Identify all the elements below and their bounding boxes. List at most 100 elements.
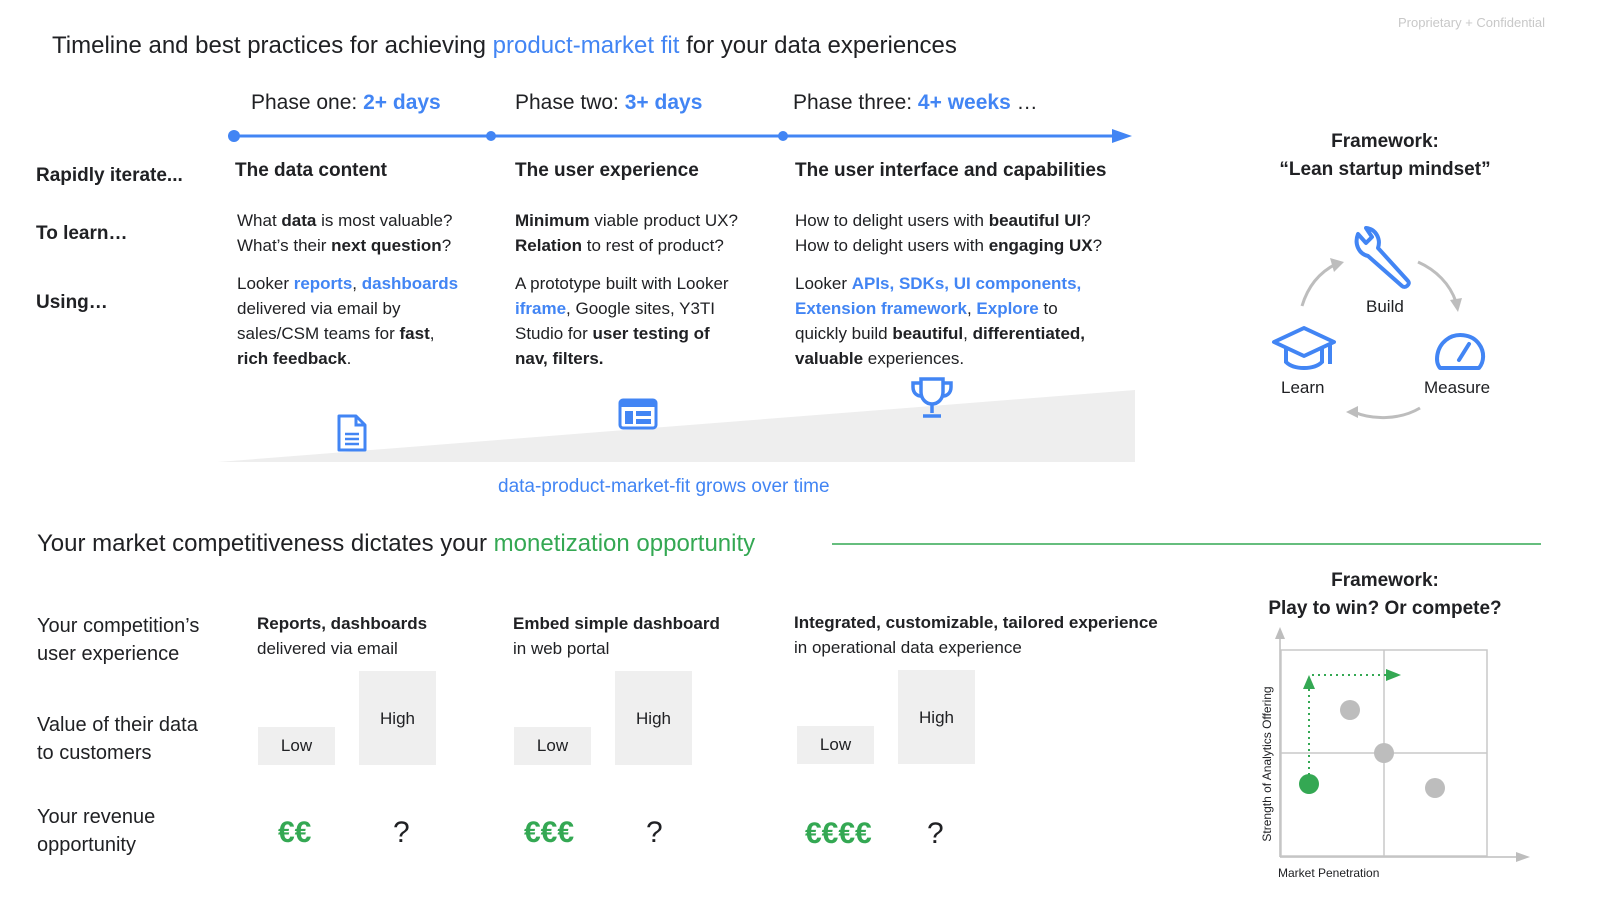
phase-one-label: Phase one: 2+ days xyxy=(251,91,441,115)
value-low-label: Low xyxy=(819,735,852,754)
learn-line: How to delight users with engaging UX? xyxy=(795,233,1102,258)
text-run: ? xyxy=(1081,211,1091,230)
market-title-bold: Reports xyxy=(257,614,322,633)
confidential-label: Proprietary + Confidential xyxy=(1398,15,1546,30)
timeline-dot-start xyxy=(228,130,240,142)
label-line: Your competition’s xyxy=(37,615,200,637)
label-line: Your revenue xyxy=(37,806,156,828)
row-label-iterate: Rapidly iterate... xyxy=(36,165,183,186)
text-emphasis: differentiated, xyxy=(972,324,1086,343)
using-line: quickly build beautiful, differentiated, xyxy=(795,321,1085,346)
cycle-arrowhead xyxy=(1330,258,1344,272)
text-emphasis: nav, filters. xyxy=(515,349,604,368)
revenue-question: ? xyxy=(646,816,663,849)
label-line: to customers xyxy=(37,742,152,764)
section-heading-highlight: monetization opportunity xyxy=(493,530,756,557)
using-line: iframe, Google sites, Y3TI xyxy=(515,296,729,321)
trophy-icon xyxy=(911,377,953,418)
text-run: to rest of product? xyxy=(582,236,724,255)
matrix-x-arrowhead xyxy=(1516,852,1530,862)
value-high-label: High xyxy=(636,709,671,728)
browser-window-icon xyxy=(618,398,658,430)
timeline-dot-phase-three xyxy=(778,131,788,141)
learn-line: What data is most valuable? xyxy=(237,208,452,233)
matrix-y-axis-label: Strength of Analytics Offering xyxy=(1260,686,1274,842)
text-emphasis: engaging UX xyxy=(988,236,1093,255)
market-subtitle: in operational data experience xyxy=(794,638,1022,657)
market-column-reports: Reports, dashboards delivered via email xyxy=(257,611,427,661)
timeline-arrowhead xyxy=(1112,129,1132,143)
text-run: sales/CSM teams for xyxy=(237,324,400,343)
column-learn-text: Minimum viable product UX? Relation to r… xyxy=(515,208,738,258)
row-label-using: Using… xyxy=(36,292,108,313)
market-column-embed: Embed simple dashboard in web portal xyxy=(513,611,720,661)
value-high-label: High xyxy=(380,709,415,728)
cycle-arrow-learn-build xyxy=(1300,262,1337,307)
text-emphasis: next question xyxy=(331,236,442,255)
matrix-chart xyxy=(1275,627,1530,862)
phase-duration: 3+ days xyxy=(624,91,703,114)
document-icon xyxy=(337,414,367,452)
market-title: Reports, dashboards xyxy=(257,611,427,636)
value-box-high: High xyxy=(359,671,436,765)
learn-line: Minimum viable product UX? xyxy=(515,208,738,233)
text-run: What xyxy=(237,211,282,230)
revenue-question: ? xyxy=(927,817,944,850)
column-using-text: Looker APIs, SDKs, UI components, Extens… xyxy=(795,271,1085,371)
graduation-cap-icon xyxy=(1272,326,1336,370)
using-line: sales/CSM teams for fast, xyxy=(237,321,458,346)
matrix-path-arrowhead-up xyxy=(1303,675,1315,689)
cycle-arrowhead xyxy=(1450,298,1462,312)
title-highlight: product-market fit xyxy=(492,32,680,59)
text-emphasis: fast xyxy=(399,324,430,343)
label-line: opportunity xyxy=(37,834,136,856)
using-line: valuable experiences. xyxy=(795,346,1085,371)
text-emphasis: Relation xyxy=(515,236,583,255)
column-learn-text: How to delight users with beautiful UI? … xyxy=(795,208,1102,258)
text-link-emphasis: iframe xyxy=(515,299,567,318)
framework-compete-title: Framework: Play to win? Or compete? xyxy=(1235,567,1535,623)
column-title-data-content: The data content xyxy=(235,160,388,181)
market-title-bold: Integrated, customizable, tailored exper… xyxy=(794,613,1158,632)
value-box-high: High xyxy=(615,671,692,765)
text-emphasis: rich feedback xyxy=(237,349,347,368)
text-emphasis: data xyxy=(281,211,317,230)
matrix-dot-gray xyxy=(1425,778,1445,798)
text-run: What’s their xyxy=(237,236,332,255)
text-run: Looker xyxy=(237,274,294,293)
using-line: Extension framework, Explore to xyxy=(795,296,1085,321)
market-subtitle: in web portal xyxy=(513,639,610,658)
growth-caption: data-product-market-fit grows over time xyxy=(498,476,830,497)
text-run: Studio for xyxy=(515,324,593,343)
market-title: Integrated, customizable, tailored exper… xyxy=(794,610,1158,635)
value-box-low: Low xyxy=(797,726,874,764)
text-run: to xyxy=(1038,299,1058,318)
text-emphasis: beautiful UI xyxy=(988,211,1082,230)
title-prefix: Timeline and best practices for achievin… xyxy=(52,32,493,59)
phase-name: Phase three: xyxy=(793,91,918,114)
using-line: rich feedback. xyxy=(237,346,458,371)
revenue-question: ? xyxy=(393,816,410,849)
text-link-emphasis: Explore xyxy=(976,299,1039,318)
text-run: , Google sites, Y3TI xyxy=(566,299,716,318)
framework-name: “Lean startup mindset” xyxy=(1279,159,1491,180)
learn-line: Relation to rest of product? xyxy=(515,233,738,258)
speedometer-icon xyxy=(1435,333,1486,370)
cycle-label-learn: Learn xyxy=(1281,378,1325,397)
text-emphasis: user testing of xyxy=(592,324,710,343)
phase-duration: 4+ weeks xyxy=(917,91,1011,114)
section-heading-prefix: Your market competitiveness dictates you… xyxy=(37,530,494,557)
phase-name: Phase one: xyxy=(251,91,364,114)
text-run: . xyxy=(346,349,352,368)
framework-lean-title: Framework: “Lean startup mindset” xyxy=(1235,128,1535,184)
text-link-emphasis: dashboards xyxy=(361,274,459,293)
text-run: , xyxy=(429,324,435,343)
text-run: How to delight users with xyxy=(795,236,989,255)
value-box-low: Low xyxy=(258,727,335,765)
text-run: , xyxy=(352,274,362,293)
text-run: quickly build xyxy=(795,324,893,343)
label-line: Value of their data xyxy=(37,714,198,736)
framework-heading: Framework: xyxy=(1331,131,1439,152)
text-emphasis: Minimum xyxy=(515,211,590,230)
market-title-rest: , dashboards xyxy=(321,614,428,633)
